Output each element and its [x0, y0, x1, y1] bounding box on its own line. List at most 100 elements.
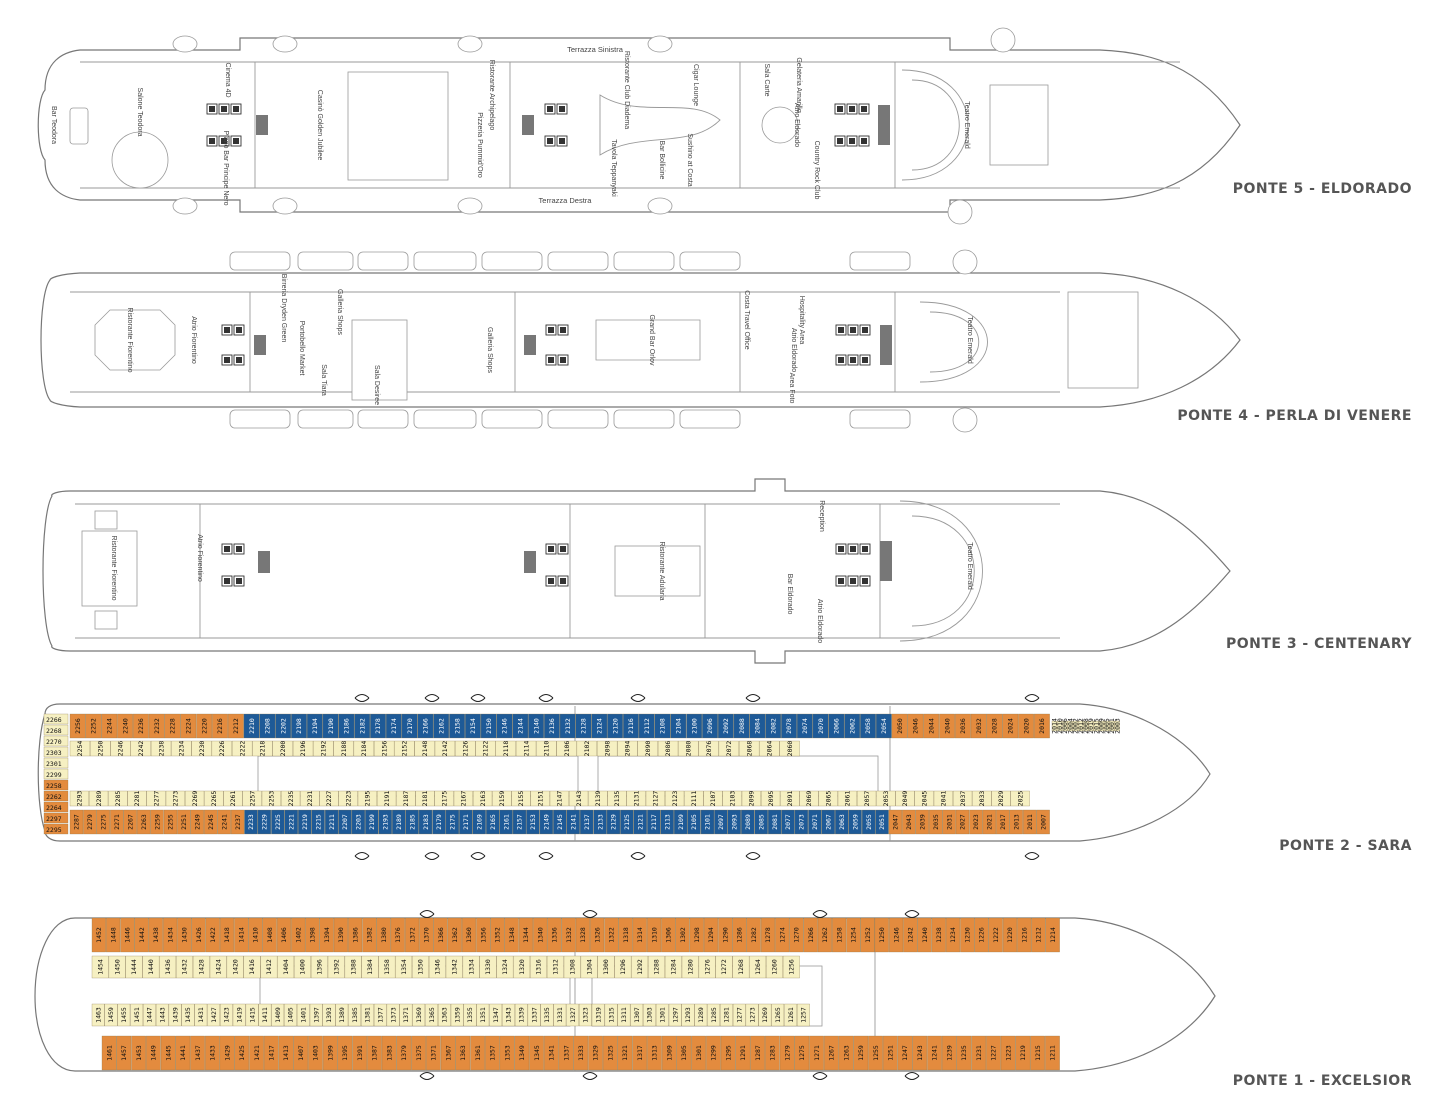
cabin-cell[interactable] [176, 955, 193, 979]
cabin-cell[interactable] [835, 809, 849, 835]
cabin-cell[interactable] [43, 768, 69, 780]
cabin-cell[interactable] [648, 955, 665, 979]
cabin-cell[interactable] [461, 917, 477, 953]
cabin-cell[interactable] [374, 740, 395, 757]
cabin-cell[interactable] [955, 809, 970, 835]
cabin-cell[interactable] [123, 809, 137, 835]
cabin-cell[interactable] [117, 713, 133, 739]
cabin-cell[interactable] [837, 790, 857, 807]
cabin-cell[interactable] [874, 917, 889, 953]
cabin-cell[interactable] [311, 809, 325, 835]
cabin-cell[interactable] [604, 917, 619, 953]
cabin-cell[interactable] [227, 713, 244, 739]
cabin-cell[interactable] [352, 1035, 368, 1071]
cabin-cell[interactable] [426, 1035, 441, 1071]
cabin-cell[interactable] [243, 955, 261, 979]
cabin-cell[interactable] [204, 809, 218, 835]
cabin-cell[interactable] [262, 917, 277, 953]
cabin-cell[interactable] [401, 713, 418, 739]
cabin-cell[interactable] [390, 917, 405, 953]
cabin-cell[interactable] [618, 917, 633, 953]
cabin-cell[interactable] [131, 1035, 146, 1071]
cabin-cell[interactable] [281, 790, 301, 807]
cabin-cell[interactable] [638, 713, 655, 739]
cabin-cell[interactable] [620, 809, 634, 835]
cabin-cell[interactable] [293, 1035, 309, 1071]
cabin-cell[interactable] [191, 917, 206, 953]
cabin-cell[interactable] [575, 713, 592, 739]
cabin-cell[interactable] [741, 790, 761, 807]
cabin-cell[interactable] [514, 1035, 530, 1071]
cabin-cell[interactable] [470, 1035, 485, 1071]
cabin-cell[interactable] [607, 713, 623, 739]
cabin-cell[interactable] [142, 955, 160, 979]
cabin-cell[interactable] [108, 790, 128, 807]
cabin-cell[interactable] [580, 955, 598, 979]
cabin-cell[interactable] [278, 1035, 294, 1071]
cabin-cell[interactable] [43, 823, 69, 835]
cabin-cell[interactable] [765, 1035, 780, 1071]
cabin-cell[interactable] [718, 740, 739, 757]
cabin-cell[interactable] [294, 955, 311, 979]
cabin-cell[interactable] [305, 917, 320, 953]
cabin-cell[interactable] [767, 809, 782, 835]
cabin-cell[interactable] [544, 1035, 559, 1071]
cabin-cell[interactable] [691, 1035, 706, 1071]
cabin-cell[interactable] [513, 955, 531, 979]
cabin-cell[interactable] [396, 1035, 412, 1071]
cabin-cell[interactable] [194, 1003, 208, 1027]
cabin-cell[interactable] [797, 1003, 810, 1027]
cabin-cell[interactable] [486, 809, 500, 835]
cabin-cell[interactable] [687, 809, 701, 835]
cabin-cell[interactable] [941, 1035, 957, 1071]
cabin-cell[interactable] [284, 1003, 297, 1027]
cabin-cell[interactable] [660, 809, 674, 835]
cabin-cell[interactable] [956, 1035, 972, 1071]
cabin-cell[interactable] [373, 1003, 387, 1027]
cabin-cell[interactable] [234, 917, 249, 953]
cabin-cell[interactable] [462, 955, 480, 979]
cabin-cell[interactable] [569, 790, 589, 807]
cabin-cell[interactable] [324, 809, 339, 835]
cabin-cell[interactable] [133, 713, 149, 739]
cabin-cell[interactable] [365, 809, 379, 835]
cabin-cell[interactable] [607, 790, 627, 807]
cabin-cell[interactable] [511, 790, 531, 807]
cabin-cell[interactable] [1051, 720, 1057, 732]
cabin-cell[interactable] [385, 713, 402, 739]
cabin-cell[interactable] [1067, 720, 1073, 732]
cabin-cell[interactable] [665, 790, 685, 807]
cabin-cell[interactable] [271, 809, 285, 835]
cabin-cell[interactable] [43, 713, 69, 725]
cabin-cell[interactable] [196, 713, 213, 739]
cabin-cell[interactable] [706, 1035, 721, 1071]
cabin-cell[interactable] [428, 955, 446, 979]
cabin-cell[interactable] [205, 917, 220, 953]
cabin-cell[interactable] [732, 1003, 746, 1027]
cabin-cell[interactable] [43, 801, 69, 813]
cabin-cell[interactable] [1045, 917, 1060, 953]
cabin-cell[interactable] [588, 790, 608, 807]
cabin-cell[interactable] [43, 757, 69, 769]
cabin-cell[interactable] [465, 713, 481, 739]
cabin-cell[interactable] [732, 917, 747, 953]
cabin-cell[interactable] [818, 790, 838, 807]
cabin-cell[interactable] [720, 1035, 736, 1071]
cabin-cell[interactable] [319, 917, 334, 953]
cabin-cell[interactable] [496, 713, 513, 739]
cabin-cell[interactable] [953, 790, 973, 807]
cabin-cell[interactable] [779, 740, 800, 757]
cabin-cell[interactable] [1010, 790, 1030, 807]
cabin-cell[interactable] [895, 790, 915, 807]
cabin-cell[interactable] [717, 713, 734, 739]
cabin-cell[interactable] [259, 713, 276, 739]
cabin-cell[interactable] [703, 790, 723, 807]
cabin-cell[interactable] [101, 1035, 117, 1071]
cabin-cell[interactable] [664, 955, 682, 979]
cabin-cell[interactable] [623, 713, 639, 739]
cabin-cell[interactable] [381, 1035, 397, 1071]
cabin-cell[interactable] [91, 1003, 105, 1027]
cabin-cell[interactable] [761, 790, 781, 807]
cabin-cell[interactable] [591, 713, 608, 739]
cabin-cell[interactable] [476, 917, 491, 953]
